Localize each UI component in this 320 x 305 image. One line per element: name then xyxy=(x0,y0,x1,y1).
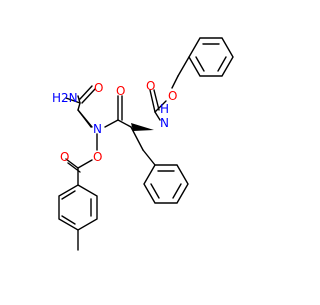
molecule-drawing: H2N O O O H N N O O O xyxy=(52,37,234,251)
carbamate-carbonyl-oxygen-label: O xyxy=(146,79,155,93)
central-nitrogen-label: N xyxy=(93,122,102,136)
ester-carbonyl-oxygen-label: O xyxy=(60,150,69,164)
amide-nh2-label: H2N xyxy=(52,91,78,105)
phenylalanine-bonds xyxy=(104,95,156,166)
glycinamide-bonds xyxy=(65,85,96,128)
structure-svg: H2N O O O H N N O O O xyxy=(52,37,234,251)
phe-carbonyl-oxygen-label: O xyxy=(116,84,125,98)
carbamate-nitrogen-label: N xyxy=(160,116,169,130)
ester-bonds xyxy=(65,133,98,186)
phenyl-ring xyxy=(143,164,189,204)
n-oxy-oxygen-label: O xyxy=(93,150,102,164)
carbamate-nh-h-label: H xyxy=(160,102,169,116)
carbamate-ether-oxygen-label: O xyxy=(168,89,177,103)
carbamate-bonds xyxy=(149,56,190,121)
amide-oxygen-label: O xyxy=(94,81,103,95)
benzyl-ring xyxy=(188,37,234,77)
toluoyl-ring xyxy=(58,184,98,251)
